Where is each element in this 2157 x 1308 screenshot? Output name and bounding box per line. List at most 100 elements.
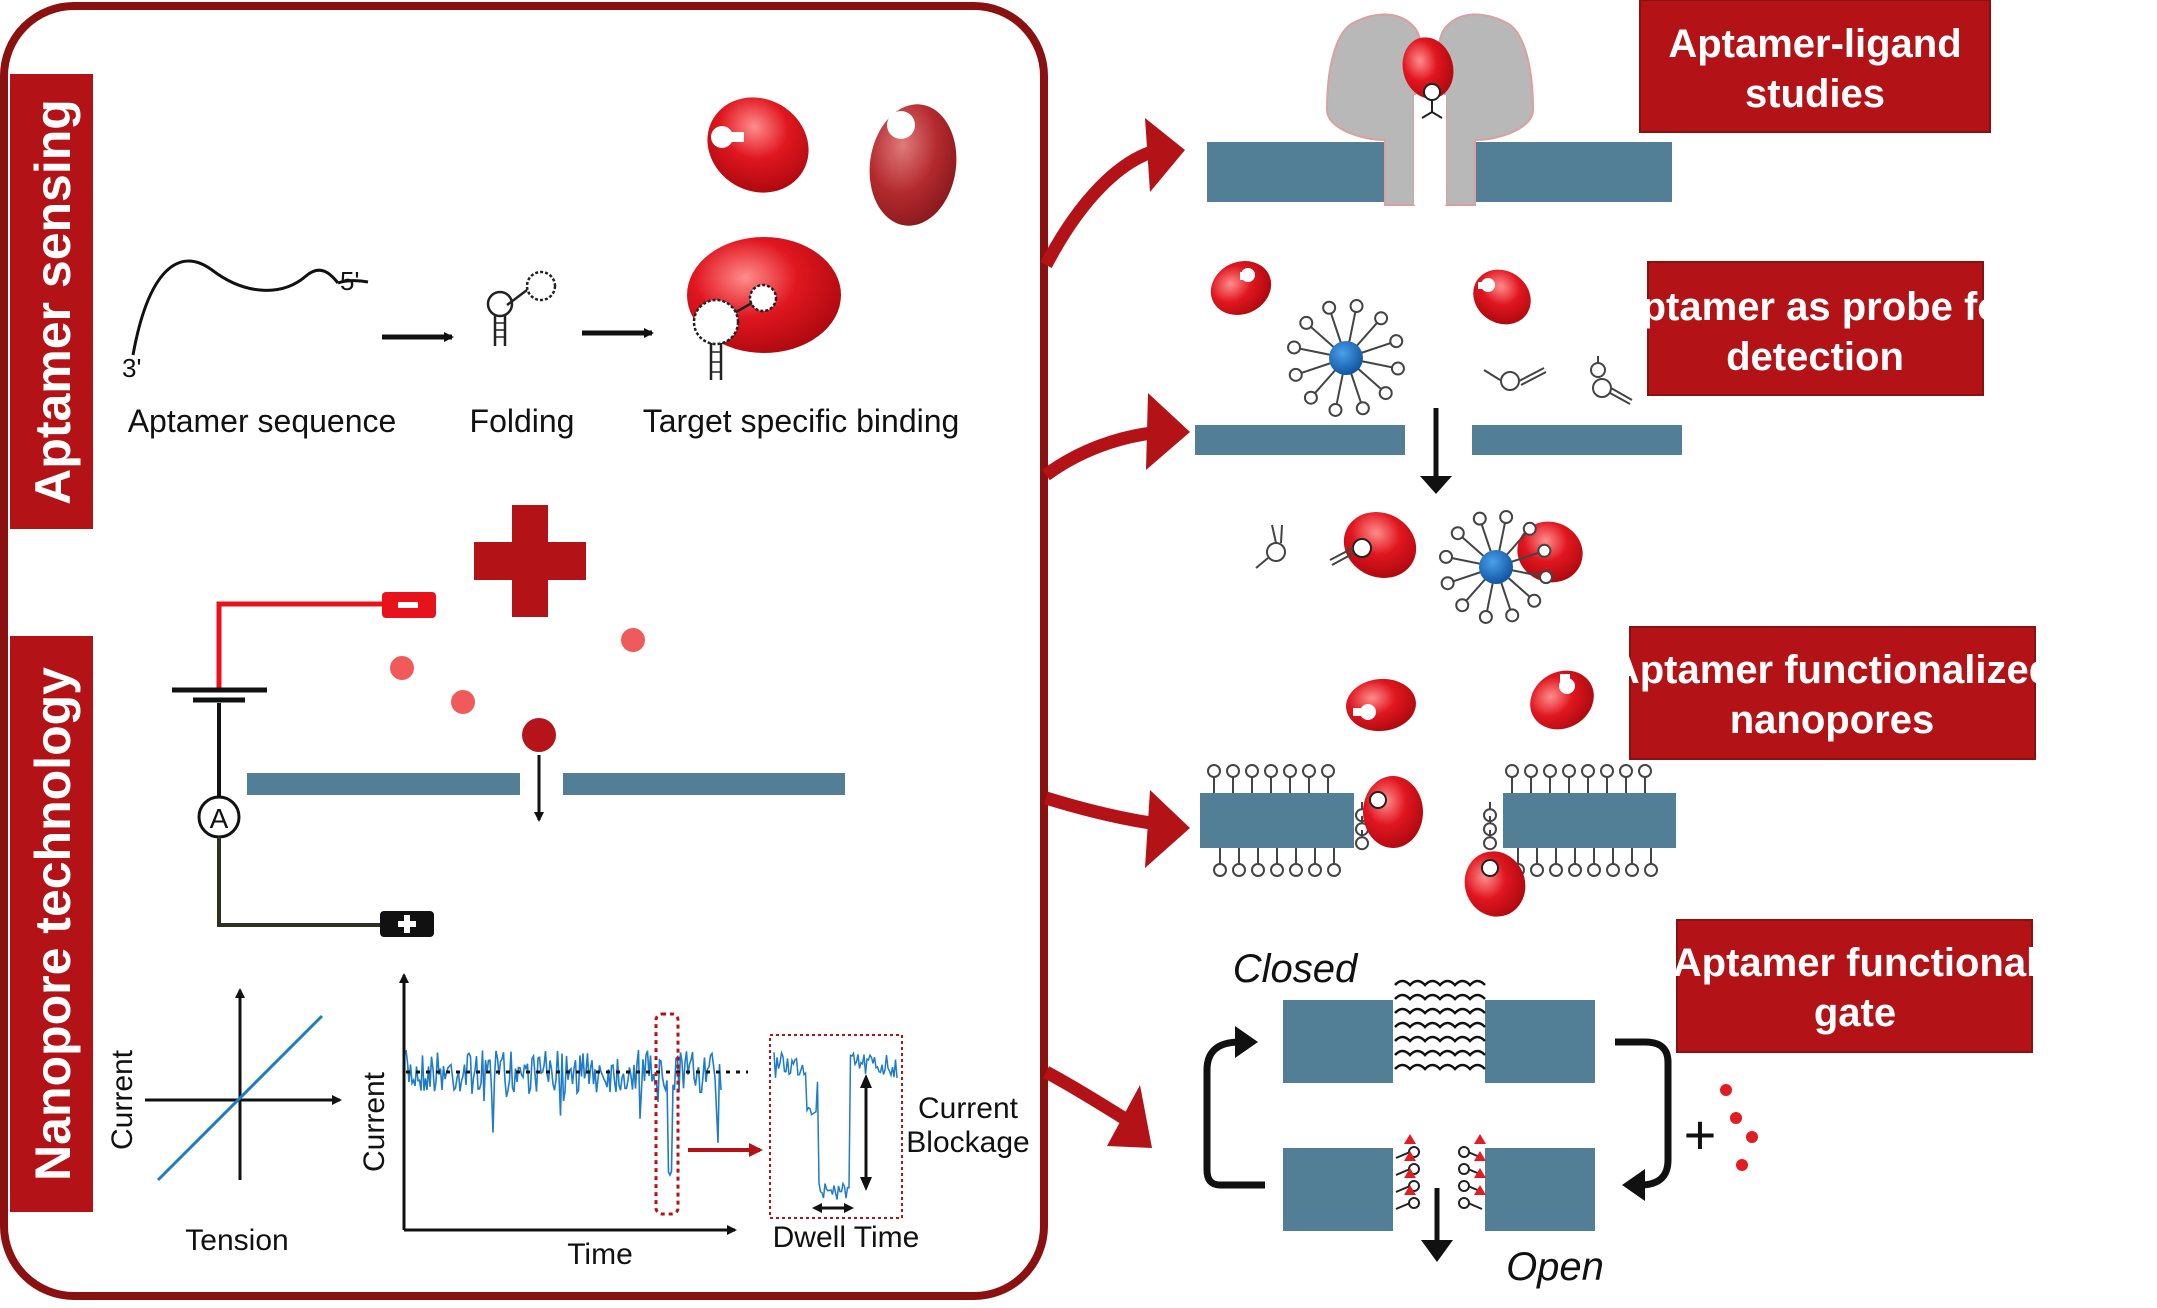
aptamer-loop bbox=[1287, 340, 1302, 355]
closed-gate-strands bbox=[1394, 979, 1486, 1071]
aptamer-loop bbox=[1527, 593, 1542, 608]
membrane-left bbox=[247, 773, 520, 795]
gate-arrowhead bbox=[1421, 1240, 1453, 1262]
scene2-membrane-right bbox=[1472, 425, 1682, 455]
bound-ligand bbox=[1474, 1151, 1486, 1161]
surface-aptamer-loop bbox=[1213, 863, 1227, 877]
surface-aptamer-loop bbox=[1505, 764, 1519, 778]
aptamer-loop bbox=[1299, 315, 1314, 330]
nanoparticle-core bbox=[1479, 550, 1513, 584]
surface-aptamer-loop bbox=[1619, 764, 1633, 778]
analyte-particle bbox=[621, 628, 645, 652]
plus-symbol-v bbox=[404, 915, 410, 933]
target-molecule bbox=[707, 97, 809, 193]
bound-target bbox=[1464, 851, 1526, 917]
bound-ligand bbox=[1474, 1185, 1486, 1195]
blockage-label-line2: Blockage bbox=[906, 1126, 1029, 1159]
gate-plus-sign: + bbox=[1684, 1103, 1717, 1166]
aptamer-loop bbox=[1374, 311, 1389, 326]
ligand-dot bbox=[1720, 1084, 1732, 1096]
surface-aptamer-loop bbox=[1251, 863, 1265, 877]
curved-arrow-3 bbox=[1044, 790, 1190, 868]
label-box-functionalized bbox=[1629, 626, 2036, 760]
surface-aptamer-loop bbox=[1226, 764, 1240, 778]
aptamer-loop bbox=[1537, 543, 1552, 558]
surface-aptamer-loop bbox=[1581, 764, 1595, 778]
aptamer-loop bbox=[1303, 390, 1318, 405]
label-box-probe-detection bbox=[1647, 261, 1984, 396]
free-aptamer bbox=[1255, 524, 1286, 569]
gate-aptamer-loop bbox=[1408, 1197, 1420, 1209]
surface-aptamer-loop bbox=[1644, 863, 1658, 877]
surface-aptamer-loop bbox=[1321, 764, 1335, 778]
aptamer-loop bbox=[1472, 511, 1487, 526]
surface-aptamer-loop bbox=[1483, 836, 1497, 851]
trace-x-label: Time bbox=[567, 1238, 633, 1271]
gate-aptamer-stem bbox=[1395, 1185, 1411, 1193]
surface-aptamer-loop bbox=[1562, 764, 1576, 778]
box3-line1: Aptamer functionalized bbox=[1611, 648, 2053, 692]
nanoparticle-core bbox=[1329, 341, 1363, 375]
bound-ligand bbox=[1474, 1134, 1486, 1144]
label-box-gate bbox=[1676, 919, 2033, 1053]
bound-target bbox=[1329, 512, 1417, 578]
surface-aptamer-loop bbox=[1606, 863, 1620, 877]
aptamer-loop bbox=[1288, 367, 1303, 382]
aptamer-sensing-title: Aptamer sensing bbox=[25, 99, 81, 505]
gate-strand bbox=[1394, 1035, 1486, 1043]
ammeter-label: A bbox=[210, 803, 229, 834]
target-molecule bbox=[1346, 678, 1416, 732]
surface-aptamer-loop bbox=[1327, 863, 1341, 877]
label-box-aptamer-ligand bbox=[1639, 0, 1991, 133]
free-aptamer bbox=[1590, 356, 1633, 405]
aptamer-loop bbox=[1499, 510, 1514, 525]
curved-arrow-4 bbox=[1042, 1066, 1152, 1148]
aptamer-loop bbox=[1439, 549, 1454, 564]
gate-aptamer-stem bbox=[1467, 1202, 1483, 1210]
folded-aptamer-link bbox=[506, 289, 528, 306]
box1-line2: studies bbox=[1745, 72, 1885, 116]
surface-aptamer-loop bbox=[1302, 764, 1316, 778]
aptamer-strand-end bbox=[337, 279, 369, 285]
surface-aptamer-loop bbox=[1355, 836, 1369, 851]
surface-aptamer-loop bbox=[1587, 863, 1601, 877]
open-gate-aptamers bbox=[1395, 1134, 1486, 1210]
bound-target bbox=[1363, 776, 1423, 848]
aptamer-loop bbox=[1455, 598, 1470, 613]
box2-line2: detection bbox=[1726, 335, 1904, 379]
nanopore-technology-banner bbox=[10, 636, 93, 1212]
surface-aptamer-loop bbox=[1245, 764, 1259, 778]
free-aptamer bbox=[1483, 367, 1547, 391]
analyte-particle bbox=[451, 690, 475, 714]
blockage-label-line1: Current bbox=[918, 1092, 1019, 1125]
bound-ligand bbox=[1404, 1168, 1416, 1178]
gate-closed-label: Closed bbox=[1233, 947, 1359, 991]
minus-symbol bbox=[398, 602, 418, 608]
aptamer-loop bbox=[1522, 521, 1537, 536]
gate-aptamer-loop bbox=[1458, 1163, 1470, 1175]
box4-line2: gate bbox=[1814, 991, 1896, 1035]
surface-aptamer-loop bbox=[1289, 863, 1303, 877]
surface-aptamer-loop bbox=[1600, 764, 1614, 778]
surface-aptamer-loop bbox=[1549, 863, 1563, 877]
gate-aptamer-loop bbox=[1458, 1146, 1470, 1158]
surface-aptamer-loop bbox=[1283, 764, 1297, 778]
cycle-arrowhead-left bbox=[1235, 1026, 1258, 1058]
target-molecule-dark bbox=[869, 104, 957, 226]
membrane-right bbox=[563, 773, 845, 795]
gate-strand bbox=[1394, 1063, 1486, 1071]
plus-sign bbox=[474, 505, 586, 617]
box2-line1: Aptamer as probe for bbox=[1613, 285, 2018, 329]
three-prime-label: 3' bbox=[122, 353, 141, 383]
gate-aptamer-stem bbox=[1395, 1151, 1411, 1159]
dwell-label: Dwell Time bbox=[773, 1221, 920, 1254]
iv-x-label: Tension bbox=[185, 1224, 288, 1257]
blockage-arrowheads bbox=[860, 1074, 872, 1191]
iv-y-label: Current bbox=[106, 1049, 139, 1150]
ligand-dot bbox=[1730, 1112, 1742, 1124]
gate-aptamer-stem bbox=[1395, 1168, 1411, 1176]
scene3-membrane-left bbox=[1200, 793, 1354, 848]
scene2-arrowhead bbox=[1420, 476, 1452, 494]
step-label-binding: Target specific binding bbox=[643, 403, 960, 439]
aptamer-loop bbox=[1505, 608, 1520, 623]
